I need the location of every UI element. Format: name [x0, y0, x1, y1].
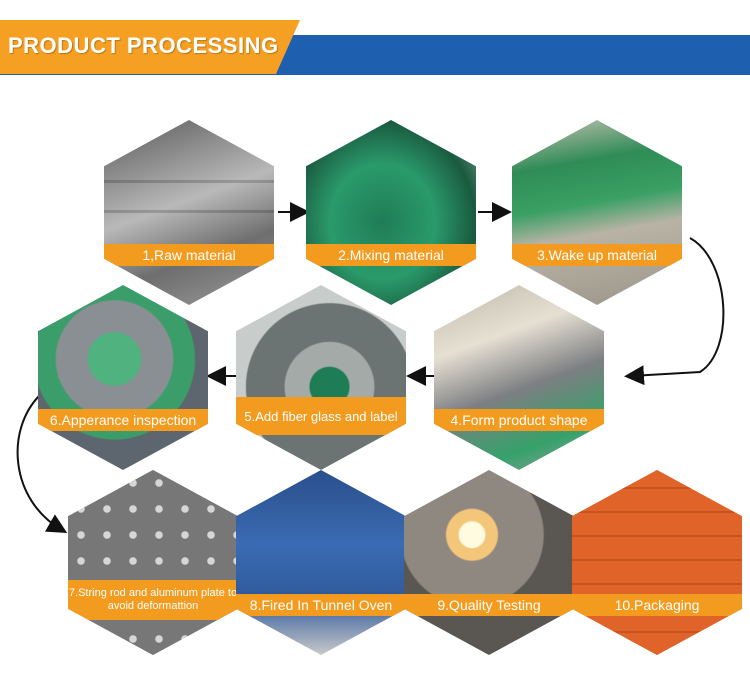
step-packaging: 10.Packaging [572, 470, 742, 655]
step-image: 6.Apperance inspection [38, 285, 208, 470]
step-raw-material: 1,Raw material [104, 120, 274, 305]
step-image: 9.Quality Testing [404, 470, 574, 655]
step-appearance-inspection: 6.Apperance inspection [38, 285, 208, 470]
step-image: 7.String rod and aluminum plate to avoid… [68, 470, 238, 655]
step-mixing-material: 2.Mixing material [306, 120, 476, 305]
step-label: 3.Wake up material [512, 244, 682, 266]
step-label: 10.Packaging [572, 594, 742, 616]
step-image: 2.Mixing material [306, 120, 476, 305]
step-tunnel-oven: 8.Fired In Tunnel Oven [236, 470, 406, 655]
header-orange-tab [0, 20, 300, 74]
arrow-6-7 [16, 394, 68, 534]
step-label: 9.Quality Testing [404, 594, 574, 616]
step-label: 1,Raw material [104, 244, 274, 266]
step-image: 3.Wake up material [512, 120, 682, 305]
step-label: 5.Add fiber glass and label [236, 397, 406, 435]
page-title: PRODUCT PROCESSING [8, 33, 279, 58]
step-label: 2.Mixing material [306, 244, 476, 266]
step-image: 4.Form product shape [434, 285, 604, 470]
step-string-rod: 7.String rod and aluminum plate to avoid… [68, 470, 238, 655]
step-image: 8.Fired In Tunnel Oven [236, 470, 406, 655]
step-wake-up-material: 3.Wake up material [512, 120, 682, 305]
step-label: 4.Form product shape [434, 409, 604, 431]
step-label: 6.Apperance inspection [38, 409, 208, 431]
step-add-fiber-glass: 5.Add fiber glass and label [236, 285, 406, 470]
step-label: 8.Fired In Tunnel Oven [236, 594, 406, 616]
step-image: 10.Packaging [572, 470, 742, 655]
step-image: 5.Add fiber glass and label [236, 285, 406, 470]
step-quality-testing: 9.Quality Testing [404, 470, 574, 655]
arrow-3-4 [624, 237, 725, 386]
step-image: 1,Raw material [104, 120, 274, 305]
step-form-product-shape: 4.Form product shape [434, 285, 604, 470]
step-label: 7.String rod and aluminum plate to avoid… [68, 580, 238, 620]
